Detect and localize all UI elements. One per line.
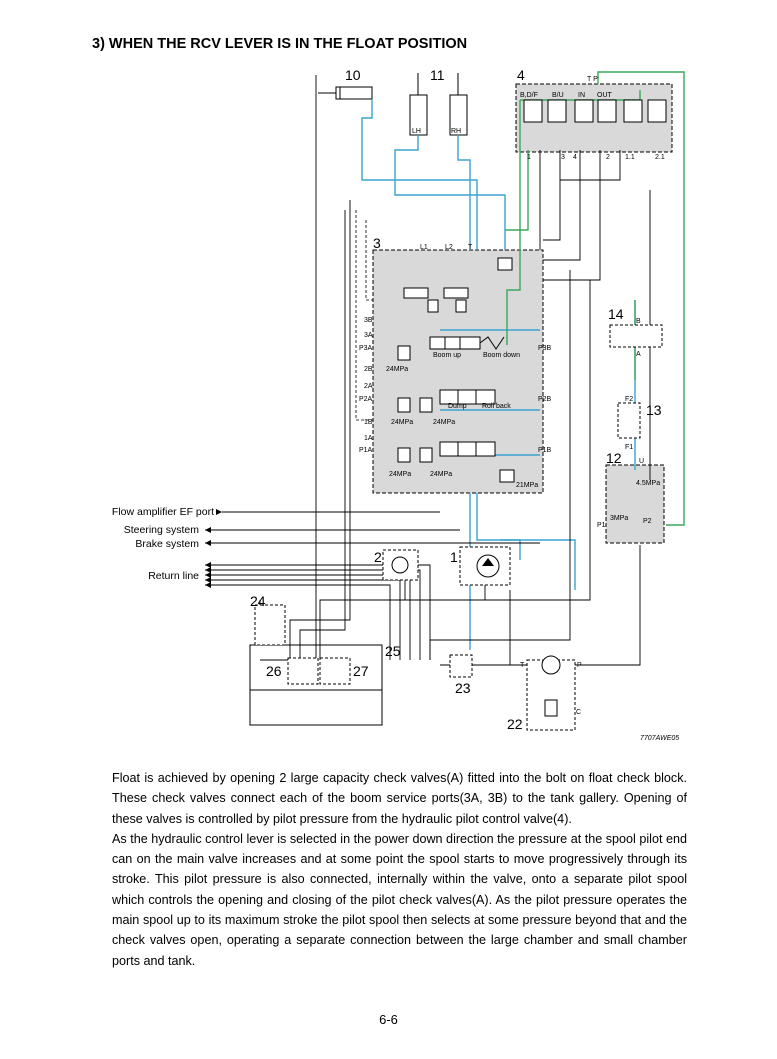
label-boom-up: Boom up [433,352,461,359]
label-rh: RH [451,128,461,135]
label-3b: 3B [364,317,373,324]
callout-14: 14 [608,306,624,322]
label-port21: 2.1 [655,154,665,161]
callout-13: 13 [646,402,662,418]
label-b-14: B [636,318,641,325]
accumulator-valve [617,402,641,439]
label-p1: P1 [597,522,606,529]
bucket-cylinder-lh [409,73,428,136]
label-3mpa: 3MPa [610,515,628,522]
label-pp: P [577,662,582,669]
boom-spool [429,336,505,350]
label-u: U [639,458,644,465]
label-24mpa-aux-2: 24MPa [430,471,452,478]
label-lh: LH [412,128,421,135]
label-l1: L1 [420,244,428,251]
callout-27: 27 [353,663,369,679]
label-p3b: P3B [538,345,552,352]
callout-11: 11 [430,67,445,83]
page-heading: 3) WHEN THE RCV LEVER IS IN THE FLOAT PO… [92,36,468,52]
label-2b: 2B [364,366,373,373]
page-number: 6-6 [379,1012,398,1027]
hydraulic-circuit-diagram: 10 11 4 3 14 13 12 2 1 24 25 26 27 23 22… [112,67,685,742]
label-port3: 3 [561,154,565,161]
bucket-cylinder-rh [449,73,468,136]
label-tp: T P [587,76,598,83]
cut-off-valve-block [605,464,665,544]
callout-24: 24 [250,593,266,609]
label-2a: 2A [364,383,373,390]
callout-1: 1 [450,549,458,565]
callout-25: 25 [385,643,401,659]
label-port2: 2 [606,154,610,161]
label-roll-back: Roll back [482,403,511,410]
label-port4: 4 [573,154,577,161]
paragraph-2: As the hydraulic control lever is select… [112,831,687,968]
label-boom-down: Boom down [483,352,520,359]
label-c: C [576,709,581,716]
label-dump: Dump [448,403,467,410]
label-45mpa: 4.5MPa [636,480,660,487]
description-text: Float is achieved by opening 2 large cap… [112,768,687,971]
cooler-23 [449,654,473,678]
label-brake-system: Brake system [135,538,199,550]
label-steering-system: Steering system [124,524,200,536]
label-l2: L2 [445,244,453,251]
label-p2a: P2A [359,396,373,403]
label-out: OUT [597,92,613,99]
label-p1b: P1B [538,447,552,454]
label-p2b: P2B [538,396,552,403]
circuit-lines [205,75,651,666]
label-f2: F2 [625,396,633,403]
paragraph-1: Float is achieved by opening 2 large cap… [112,771,687,826]
callout-22: 22 [507,716,523,732]
callout-26: 26 [266,663,282,679]
label-bu: B/U [552,92,564,99]
label-port11: 1.1 [625,154,635,161]
label-a-14: A [636,351,641,358]
pilot-valve-sections [523,99,667,123]
return-filter-27 [319,657,351,685]
label-bdf: B,D/F [520,92,538,99]
label-return-line: Return line [148,570,199,582]
label-3a: 3A [364,332,373,339]
callout-23: 23 [455,680,471,696]
label-1a: 1A [364,435,373,442]
aux-spool [439,441,496,457]
label-tt: T [520,662,525,669]
callout-12: 12 [606,450,622,466]
label-p2: P2 [643,518,652,525]
relief-valves [397,257,515,483]
label-24mpa-boom: 24MPa [386,366,408,373]
drawing-code: 7707AWE05 [640,735,679,742]
label-21mpa: 21MPa [516,482,538,489]
label-24mpa-bucket-1: 24MPa [391,419,413,426]
label-24mpa-aux-1: 24MPa [389,471,411,478]
callout-10: 10 [345,67,361,83]
boom-cylinder [318,86,373,100]
callout-3: 3 [373,235,381,251]
float-check-valves [403,287,469,313]
filter-24 [254,604,286,646]
label-flow-amplifier: Flow amplifier EF port [112,506,214,518]
label-p1a: P1A [359,447,373,454]
return-filter-26 [287,657,319,685]
label-f1: F1 [625,444,633,451]
label-1b: 1B [364,419,373,426]
label-24mpa-bucket-2: 24MPa [433,419,455,426]
callout-4: 4 [517,67,525,83]
solenoid-valve [609,324,663,348]
bucket-spool [439,389,496,405]
label-t: T [468,244,473,251]
label-in: IN [578,92,585,99]
label-p3a: P3A [359,345,373,352]
callout-2: 2 [374,549,382,565]
label-port1: 1 [527,154,531,161]
